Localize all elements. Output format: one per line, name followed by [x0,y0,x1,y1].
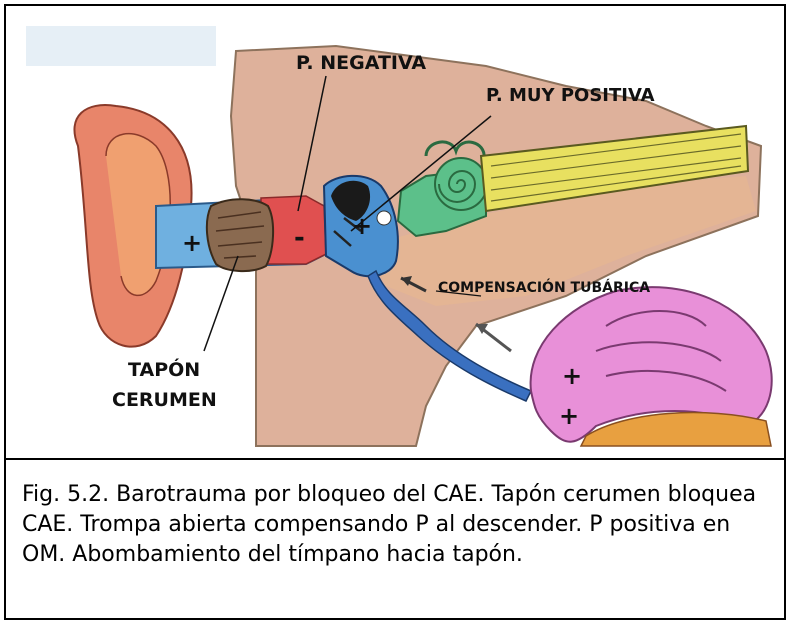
earwax-plug [207,199,273,271]
plus-sign-nasopharynx-1: + [562,362,582,390]
label-tubal-compensation: COMPENSACIÓN TUBÁRICA [438,278,650,296]
plus-sign-middle-ear: + [352,212,372,240]
ear-barotrauma-illustration: + - + + + P. NEGATIVA P. MUY POSITIVA CO… [6,6,784,456]
minus-sign-negative: - [294,223,305,253]
label-earwax-plug-line2: CERUMEN [112,389,217,411]
plus-sign-ear-canal: + [182,229,202,257]
figure-frame: + - + + + P. NEGATIVA P. MUY POSITIVA CO… [4,4,786,620]
label-very-positive-pressure: P. MUY POSITIVA [486,85,655,106]
oval-window [377,211,391,225]
plus-sign-nasopharynx-2: + [559,402,579,430]
label-negative-pressure: P. NEGATIVA [296,52,426,74]
figure-caption: Fig. 5.2. Barotrauma por bloqueo del CAE… [22,480,762,570]
caption-divider [6,458,784,460]
background-wash [26,26,216,66]
leader-plug [204,256,238,351]
label-earwax-plug-line1: TAPÓN [128,357,200,381]
